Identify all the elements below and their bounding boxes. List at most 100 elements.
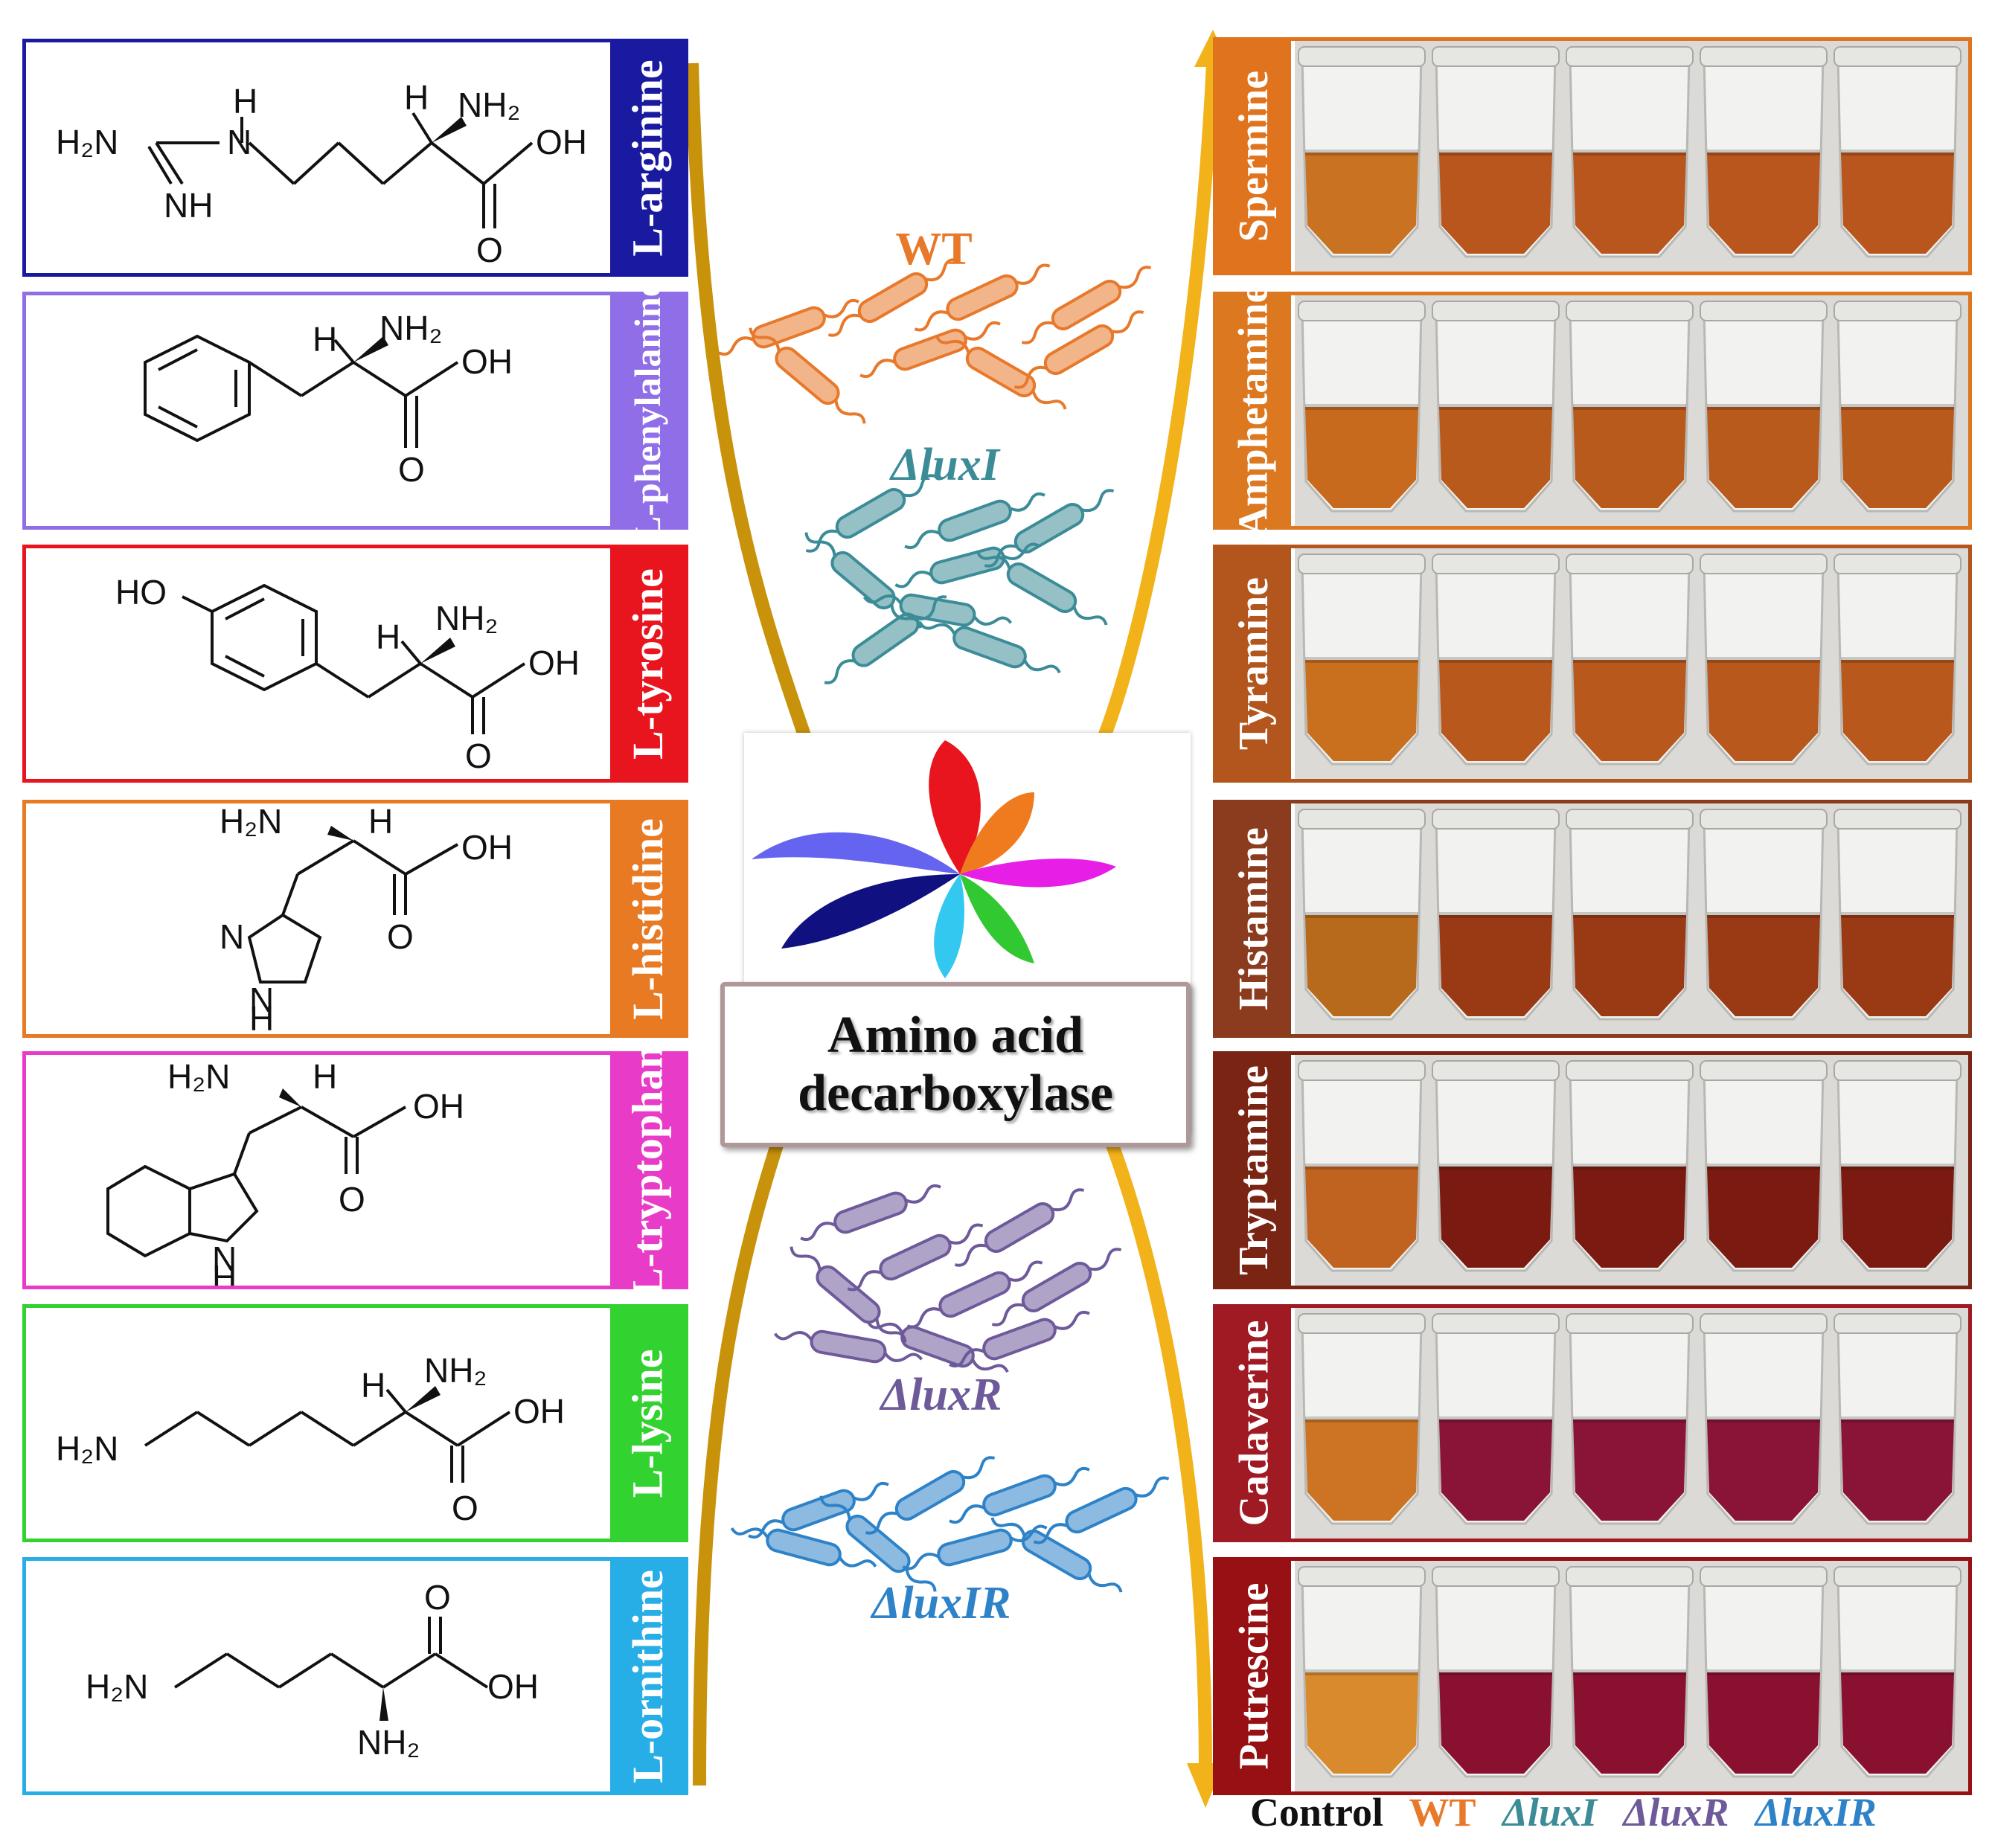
amino-acid-label-bg: L-tyrosine [610,548,685,779]
tube [1700,554,1828,766]
tube [1700,809,1828,1021]
tube-row [1295,1055,1968,1286]
tube-row [1295,1561,1968,1791]
amine-label-bg: Tryptamine [1217,1055,1291,1286]
luxR-bacteria [772,1175,1128,1384]
amino-acid-label-bg: L-histidine [610,803,685,1034]
tube [1432,1313,1560,1525]
tube [1566,554,1694,766]
amino-acid-label-bg: L-ornithine [610,1561,685,1791]
amine-label: Tyramine [1231,577,1278,751]
tube [1700,1060,1828,1272]
amine-box-histamine: Histamine [1213,800,1972,1038]
amine-label: Cadaverine [1231,1320,1278,1527]
luxI-bacteria [798,465,1121,693]
tube [1566,809,1694,1021]
amine-label: Putrescine [1231,1582,1277,1770]
tube [1298,1060,1426,1272]
tube-row [1295,548,1968,779]
tube [1432,301,1560,513]
tube [1700,1566,1828,1778]
tube [1834,809,1961,1021]
enzyme-line1: Amino acid [827,1007,1084,1064]
tube [1432,809,1560,1021]
tube [1566,301,1694,513]
tube-legend: Control WT ΔluxI ΔluxR ΔluxIR [1250,1789,1893,1835]
legend-luxR: ΔluxR [1623,1790,1729,1835]
amine-label: Histamine [1231,827,1278,1010]
legend-control: Control [1250,1790,1384,1835]
tube [1834,1060,1961,1272]
amine-label: Amphetamine [1231,284,1277,537]
tube [1298,46,1426,258]
enzyme-flower-icon [752,740,1116,978]
legend-wt: WT [1409,1790,1476,1835]
tube [1298,809,1426,1021]
tube [1298,554,1426,766]
tube-row [1295,41,1968,272]
amine-box-tyramine: Tyramine [1213,545,1972,783]
amine-label-bg: Cadaverine [1217,1308,1291,1539]
strain-luxR-label: ΔluxR [880,1370,1002,1420]
amine-box-spermine: Spermine [1213,37,1972,275]
amine-label: Spermine [1231,70,1277,243]
tube [1700,1313,1828,1525]
amine-box-amphetamine: Amphetamine [1213,284,1972,537]
tube [1566,1566,1694,1778]
amine-label: Tryptamine [1231,1065,1277,1276]
amino-acid-label-bg: L-tryptophan [610,1045,685,1296]
tube [1432,554,1560,766]
tube [1432,1060,1560,1272]
amino-acid-label-bg: L-lysine [610,1308,685,1539]
amine-label-bg: Amphetamine [1217,284,1291,537]
tube [1834,46,1961,258]
tube [1834,301,1961,513]
wt-bacteria [714,249,1158,434]
enzyme-label-box: Amino acid decarboxylase [720,982,1191,1147]
tube [1700,46,1828,258]
tube [1700,301,1828,513]
amino-acid-label-bg: L-phenylalanine [610,280,685,541]
amine-box-tryptamine: Tryptamine [1213,1051,1972,1289]
tube [1834,1313,1961,1525]
amine-box-cadaverine: Cadaverine [1213,1304,1972,1542]
tube [1834,1566,1961,1778]
tube [1432,46,1560,258]
tube [1298,1313,1426,1525]
tube [1566,1313,1694,1525]
amine-label-bg: Spermine [1217,41,1291,272]
legend-luxI: ΔluxI [1502,1790,1597,1835]
amine-label-bg: Histamine [1217,803,1291,1034]
tube [1834,554,1961,766]
luxIR-bacteria [727,1447,1175,1603]
amine-label-bg: Tyramine [1217,548,1291,779]
tube-row [1295,803,1968,1034]
tube [1298,1566,1426,1778]
tube [1432,1566,1560,1778]
tube [1566,1060,1694,1272]
amino-acid-label-bg: L-arginine [610,42,685,273]
tube [1298,301,1426,513]
strain-wt-label: WT [895,224,973,275]
